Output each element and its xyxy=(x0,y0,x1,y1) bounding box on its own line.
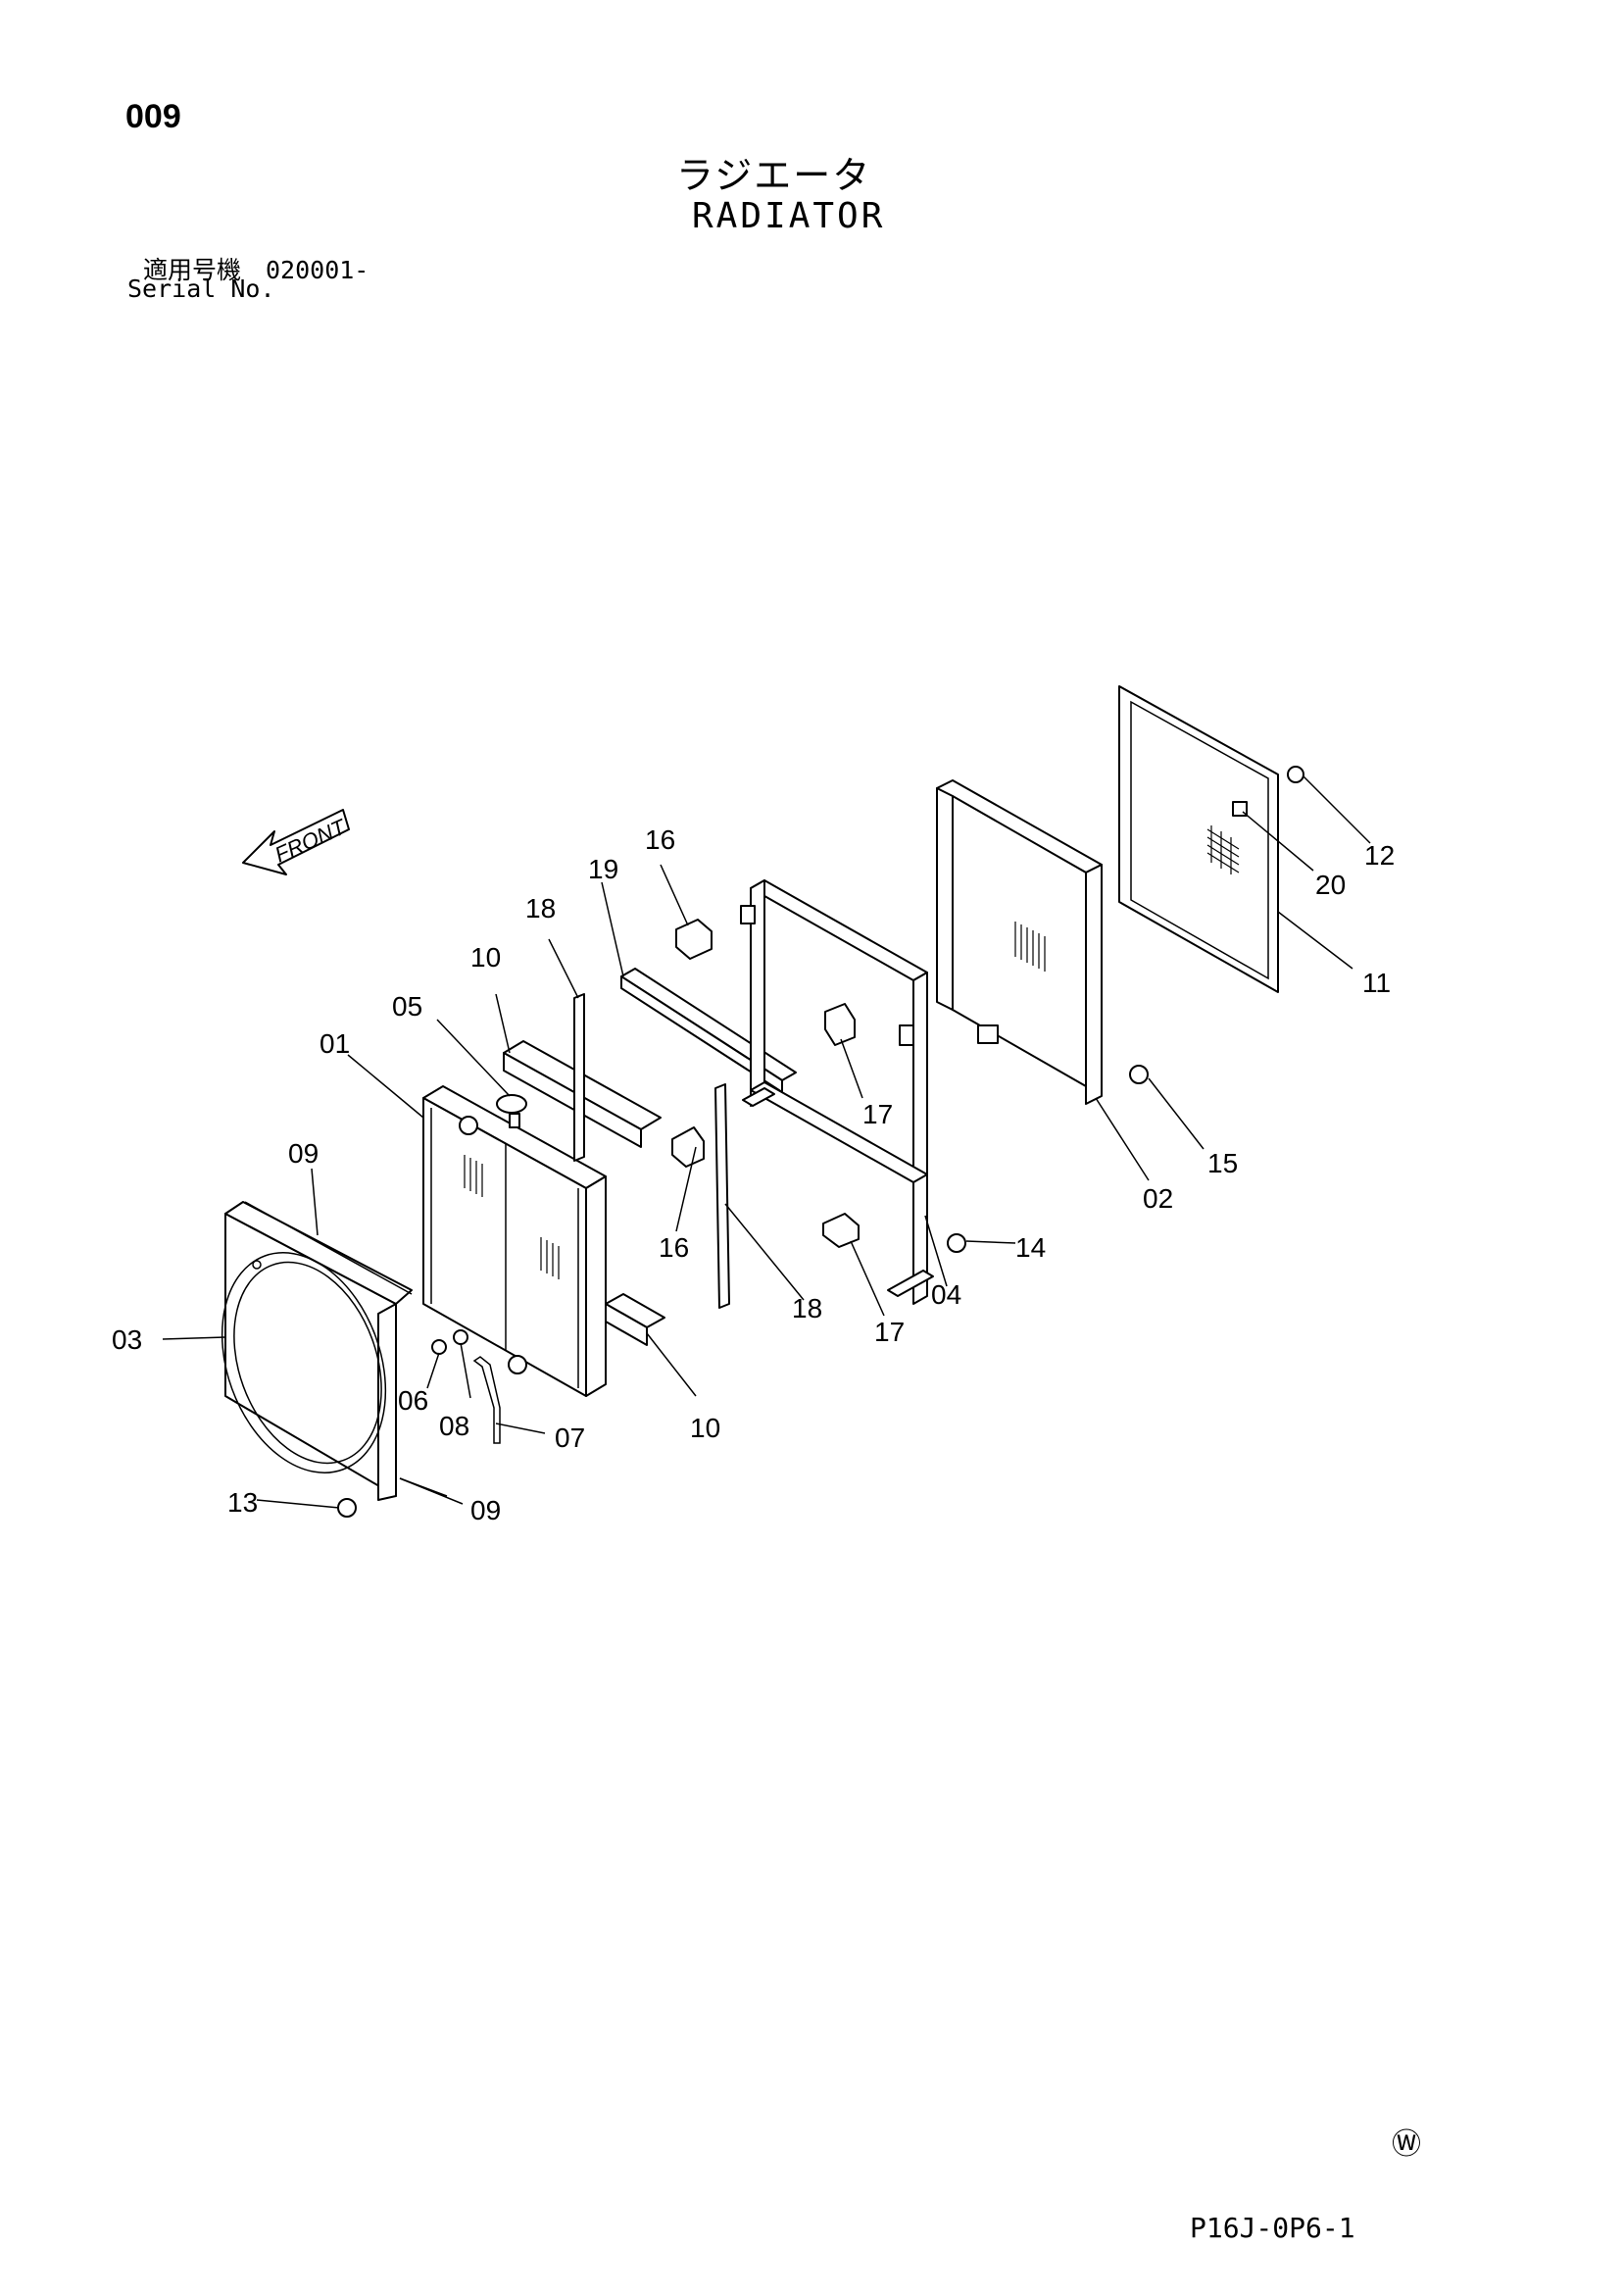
long-bar-part xyxy=(620,968,797,1093)
callout-16-upper: 16 xyxy=(645,824,675,855)
radiator-core-part xyxy=(422,1085,607,1397)
oil-cooler-part xyxy=(936,779,1103,1105)
front-arrow-icon: FRONT xyxy=(242,809,351,875)
callout-18-lower: 18 xyxy=(792,1293,822,1323)
callout-09-upper: 09 xyxy=(288,1138,319,1169)
callout-06: 06 xyxy=(398,1385,428,1416)
leader-lines xyxy=(162,775,1371,1509)
callout-02: 02 xyxy=(1143,1183,1173,1214)
callout-14: 14 xyxy=(1015,1232,1046,1263)
serial-number-label: Serial No. xyxy=(127,275,275,303)
spacer-block-part xyxy=(671,919,860,1248)
vertical-bar-part xyxy=(573,993,730,1309)
page-title: RADIATOR xyxy=(692,196,886,236)
callout-12: 12 xyxy=(1364,840,1395,871)
callout-11: 11 xyxy=(1362,968,1391,998)
callout-labels: 01 02 03 04 05 06 07 08 09 09 10 10 11 1… xyxy=(112,824,1395,1525)
front-label: FRONT xyxy=(271,814,351,867)
callout-20: 20 xyxy=(1315,870,1346,900)
callout-13: 13 xyxy=(227,1487,258,1518)
screen-net-part xyxy=(1118,685,1279,993)
callout-17-lower: 17 xyxy=(874,1317,905,1347)
fan-shroud-part xyxy=(221,1201,413,1501)
callout-07: 07 xyxy=(555,1423,585,1453)
callout-19: 19 xyxy=(588,854,618,884)
callout-18-upper: 18 xyxy=(525,893,556,923)
callout-10-upper: 10 xyxy=(470,942,501,973)
callout-08: 08 xyxy=(439,1411,469,1441)
manufacturer-mark-icon: Ⓦ xyxy=(1392,2127,1421,2162)
callout-17-upper: 17 xyxy=(862,1099,893,1129)
callout-05: 05 xyxy=(392,991,422,1022)
callout-15: 15 xyxy=(1207,1148,1238,1178)
callout-16-lower: 16 xyxy=(659,1232,689,1263)
callout-10-lower: 10 xyxy=(690,1413,720,1443)
callout-04: 04 xyxy=(931,1279,961,1310)
page-title-japanese: ラジエータ xyxy=(676,154,872,197)
page-number: 009 xyxy=(125,98,181,135)
callout-01: 01 xyxy=(320,1028,350,1059)
support-frame-part xyxy=(740,879,934,1305)
callout-03: 03 xyxy=(112,1324,142,1355)
serial-applicability-japanese: 適用号機 020001- xyxy=(143,256,369,284)
callout-09-lower: 09 xyxy=(470,1495,501,1525)
radiator-cap-part xyxy=(496,1094,527,1128)
drawing-code: P16J-0P6-1 xyxy=(1190,2212,1355,2244)
